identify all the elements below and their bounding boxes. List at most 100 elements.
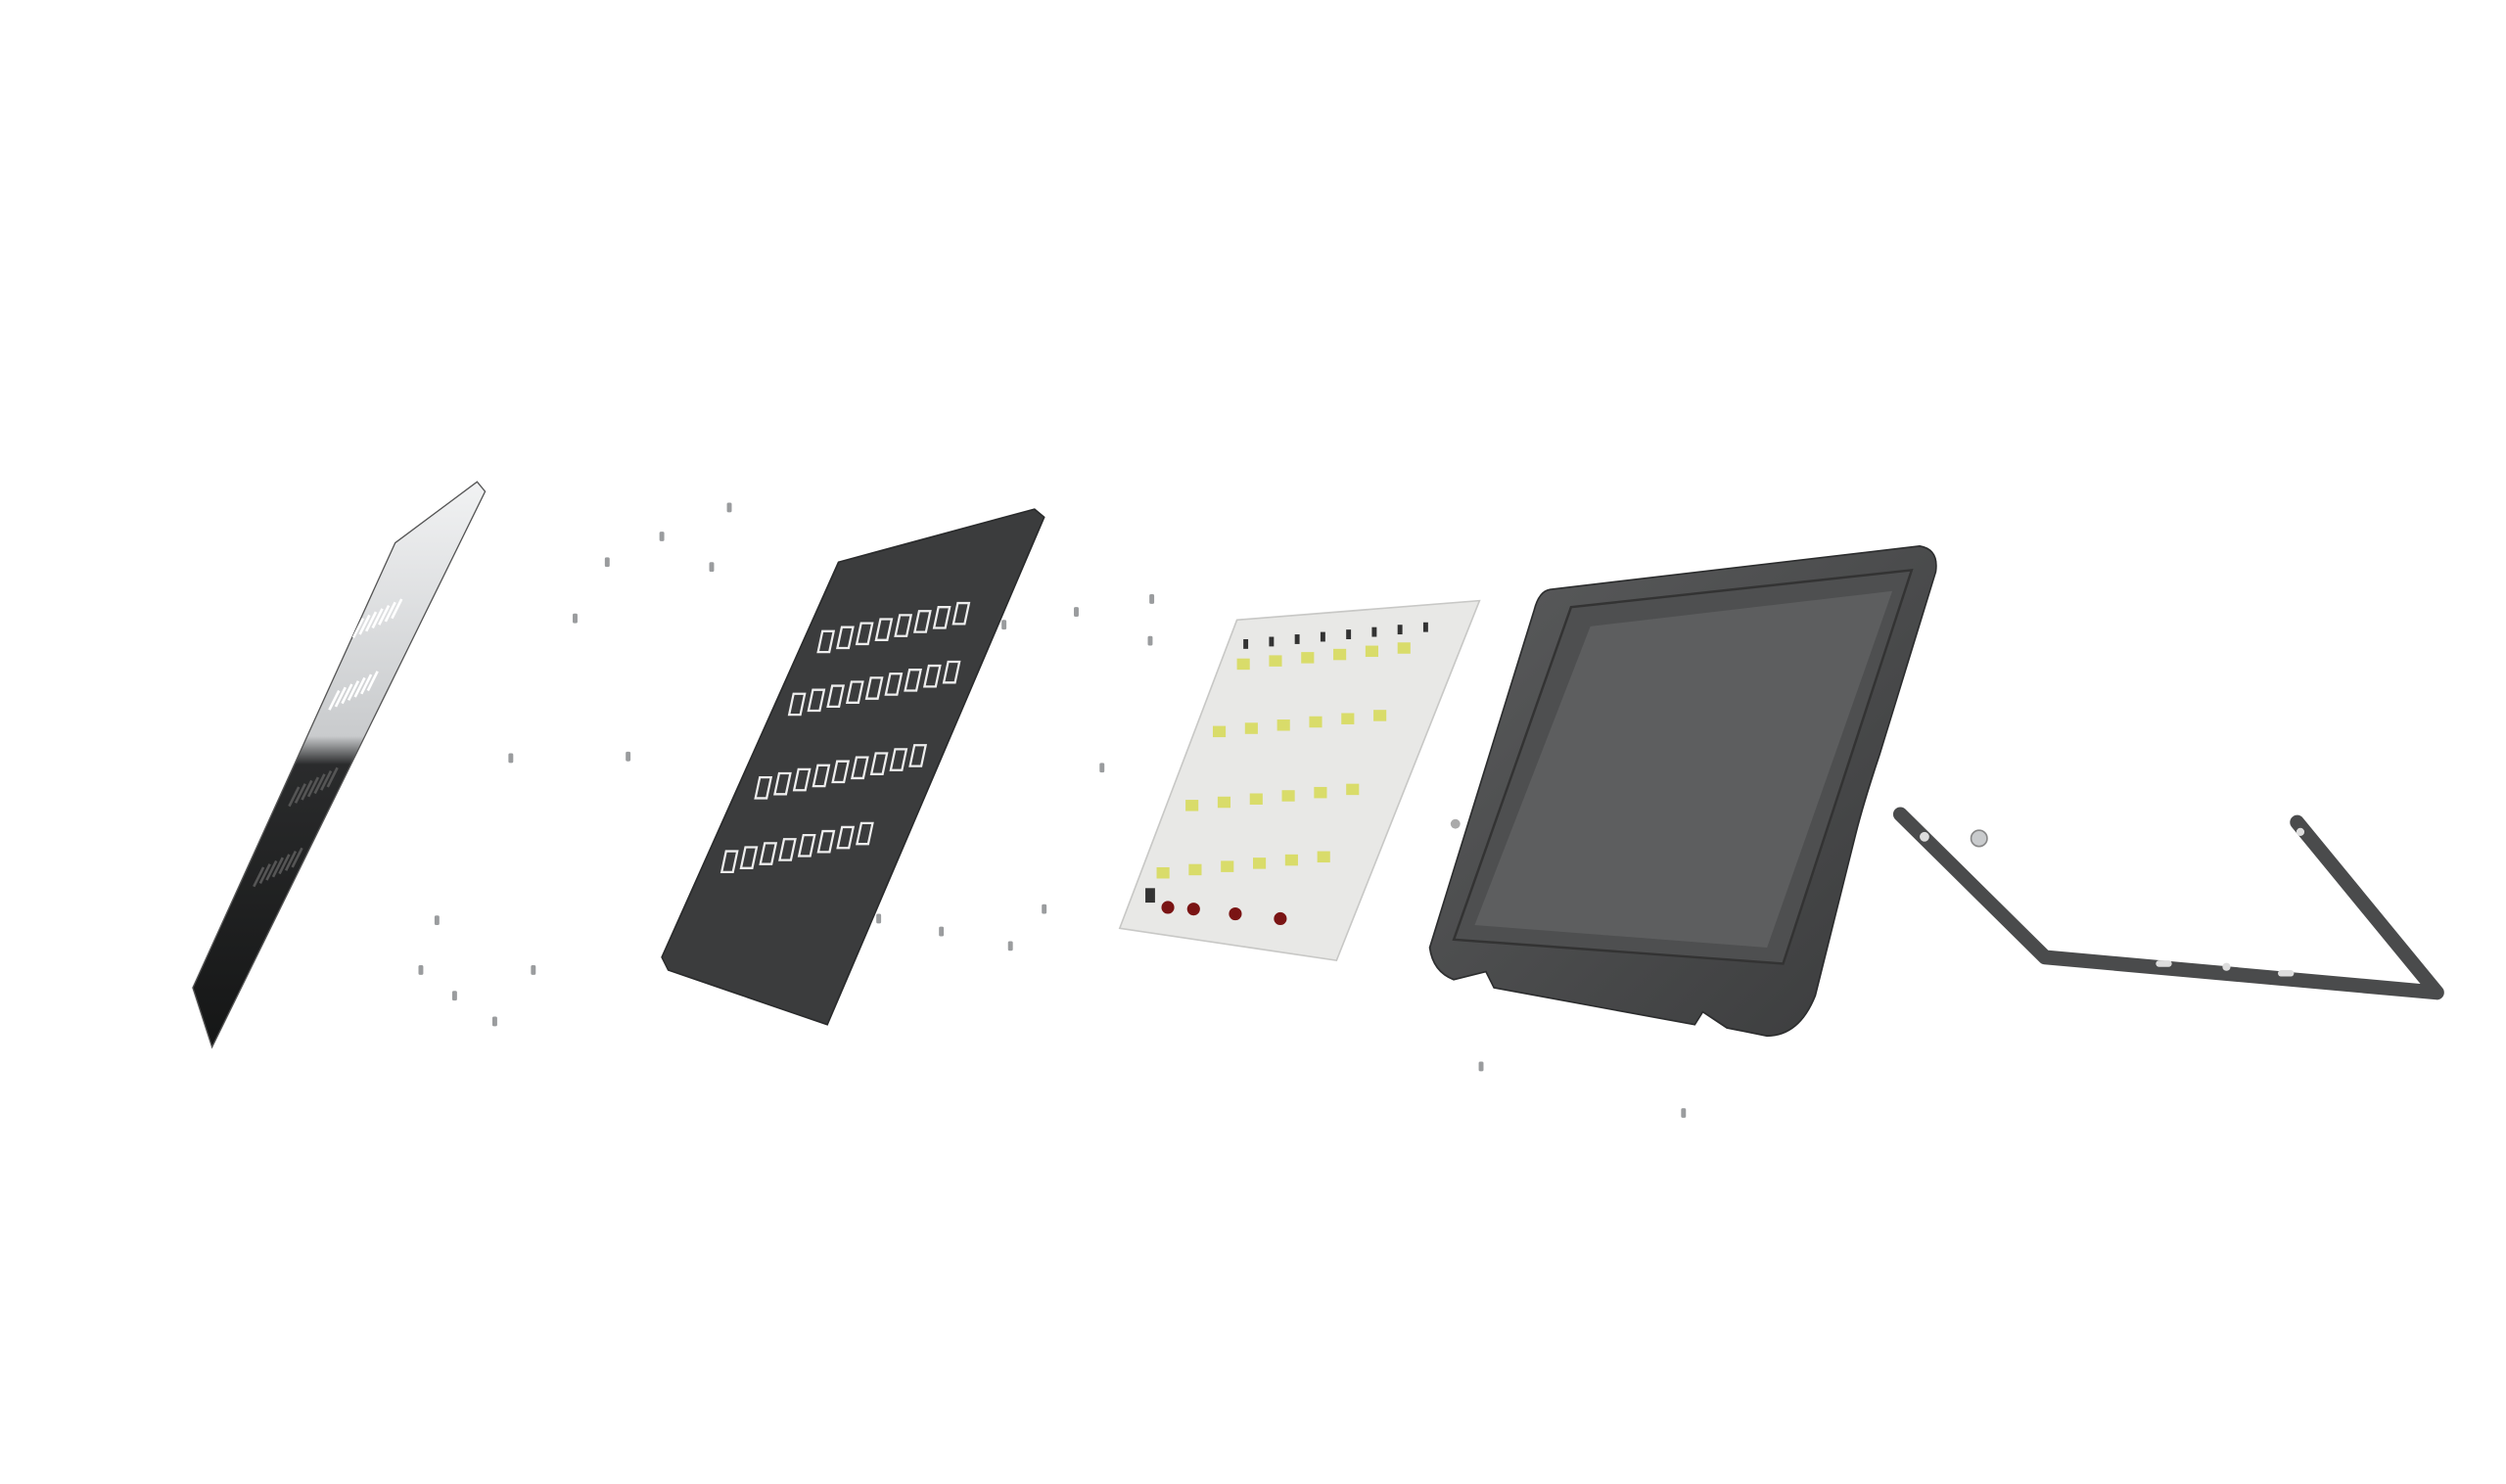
screw xyxy=(434,915,440,926)
pcb-component xyxy=(1371,626,1377,637)
lens-vent xyxy=(288,786,301,808)
led-cutout xyxy=(874,618,894,641)
led-cutout xyxy=(836,626,855,650)
led-chip xyxy=(1365,645,1378,658)
led-chip xyxy=(1333,648,1347,661)
pcb-component xyxy=(1346,629,1352,639)
led-cutout xyxy=(797,834,816,858)
led-cutout xyxy=(951,601,971,626)
led-chip xyxy=(1341,713,1355,724)
lens-vent xyxy=(258,863,271,884)
led-cutout xyxy=(894,614,913,637)
lens-vent xyxy=(294,783,306,804)
screw xyxy=(604,557,610,568)
led-cutout xyxy=(850,756,869,780)
screw xyxy=(1681,1108,1687,1118)
lens-vent xyxy=(253,866,265,888)
pcb-component xyxy=(1294,634,1300,644)
led-cutout xyxy=(922,664,942,688)
lens-vents xyxy=(253,598,403,888)
led-chip xyxy=(1397,642,1411,654)
led-chip xyxy=(1185,800,1199,812)
screw xyxy=(626,751,631,762)
led-cutout xyxy=(739,846,759,869)
led-cutout xyxy=(816,829,836,854)
led-chip xyxy=(1253,858,1267,869)
lens-vent xyxy=(351,618,365,638)
led-cutout xyxy=(942,660,961,684)
led-chip xyxy=(1314,786,1327,799)
lens-vent xyxy=(328,689,341,711)
led-cutout xyxy=(826,684,846,709)
led-cutout xyxy=(869,752,889,775)
led-chip xyxy=(1249,793,1263,805)
lens-vent xyxy=(278,854,291,875)
screw xyxy=(491,1016,497,1027)
led-chip xyxy=(1244,722,1258,734)
plate-cutouts xyxy=(719,601,971,874)
screw xyxy=(939,926,945,937)
pcb-component xyxy=(1397,625,1403,635)
lens-vent xyxy=(265,859,278,881)
nut xyxy=(1970,829,1988,848)
screw xyxy=(1149,594,1155,604)
led-chip xyxy=(1309,716,1323,728)
lens-vent xyxy=(271,857,284,878)
led-cutout xyxy=(778,838,797,861)
screw xyxy=(1007,941,1013,951)
led-chip xyxy=(1217,796,1231,809)
led-cutout xyxy=(816,629,836,654)
pcb-component xyxy=(1269,636,1275,647)
screw xyxy=(726,502,732,513)
led-cutout xyxy=(912,610,932,633)
pcb-component xyxy=(1320,631,1325,642)
led-chip xyxy=(1281,790,1295,802)
led-cutout xyxy=(855,622,874,646)
led-chip xyxy=(1317,851,1330,863)
screw xyxy=(1074,607,1079,618)
led-cutout xyxy=(759,842,778,865)
led-chip xyxy=(1156,866,1170,879)
lens-vent xyxy=(320,769,333,791)
glass-lens xyxy=(192,481,487,1049)
lens-vent xyxy=(291,847,303,868)
led-cutout xyxy=(845,680,864,704)
screw xyxy=(573,613,578,624)
screw xyxy=(1478,1061,1484,1072)
pcb-component xyxy=(1243,638,1249,649)
lens-vent xyxy=(306,776,320,798)
screw xyxy=(531,965,536,975)
lens-vent xyxy=(360,673,373,695)
lens-vent xyxy=(334,686,347,708)
screw xyxy=(1001,620,1007,630)
screw xyxy=(709,562,715,573)
screw xyxy=(876,913,882,924)
led-chip xyxy=(1221,860,1234,872)
led-cutout xyxy=(807,688,826,713)
led-chip xyxy=(1373,710,1387,721)
housing xyxy=(1428,545,1937,1038)
led-chip xyxy=(1276,719,1290,731)
screw xyxy=(451,991,457,1001)
pcb-connectors xyxy=(1145,888,1287,926)
pcb-component xyxy=(1422,622,1428,632)
led-cutout xyxy=(836,825,856,850)
lens-vent xyxy=(391,598,403,620)
led-cutout xyxy=(719,850,739,874)
lens-vent xyxy=(341,683,353,705)
screw xyxy=(418,965,424,975)
led-chip xyxy=(1188,863,1202,876)
led-chip xyxy=(1236,658,1250,671)
mounting-bracket xyxy=(1892,807,2444,1000)
led-chip xyxy=(1301,652,1315,664)
led-cutout xyxy=(792,767,812,792)
led-cutout xyxy=(856,821,874,846)
led-cutout xyxy=(773,771,792,796)
led-pcb xyxy=(1118,599,1481,962)
lens-vent xyxy=(301,779,313,801)
lens-vent xyxy=(326,766,339,788)
led-cutout xyxy=(904,669,923,692)
led-cutout xyxy=(932,606,951,629)
led-chip xyxy=(1284,854,1298,866)
lens-vent xyxy=(366,671,379,692)
